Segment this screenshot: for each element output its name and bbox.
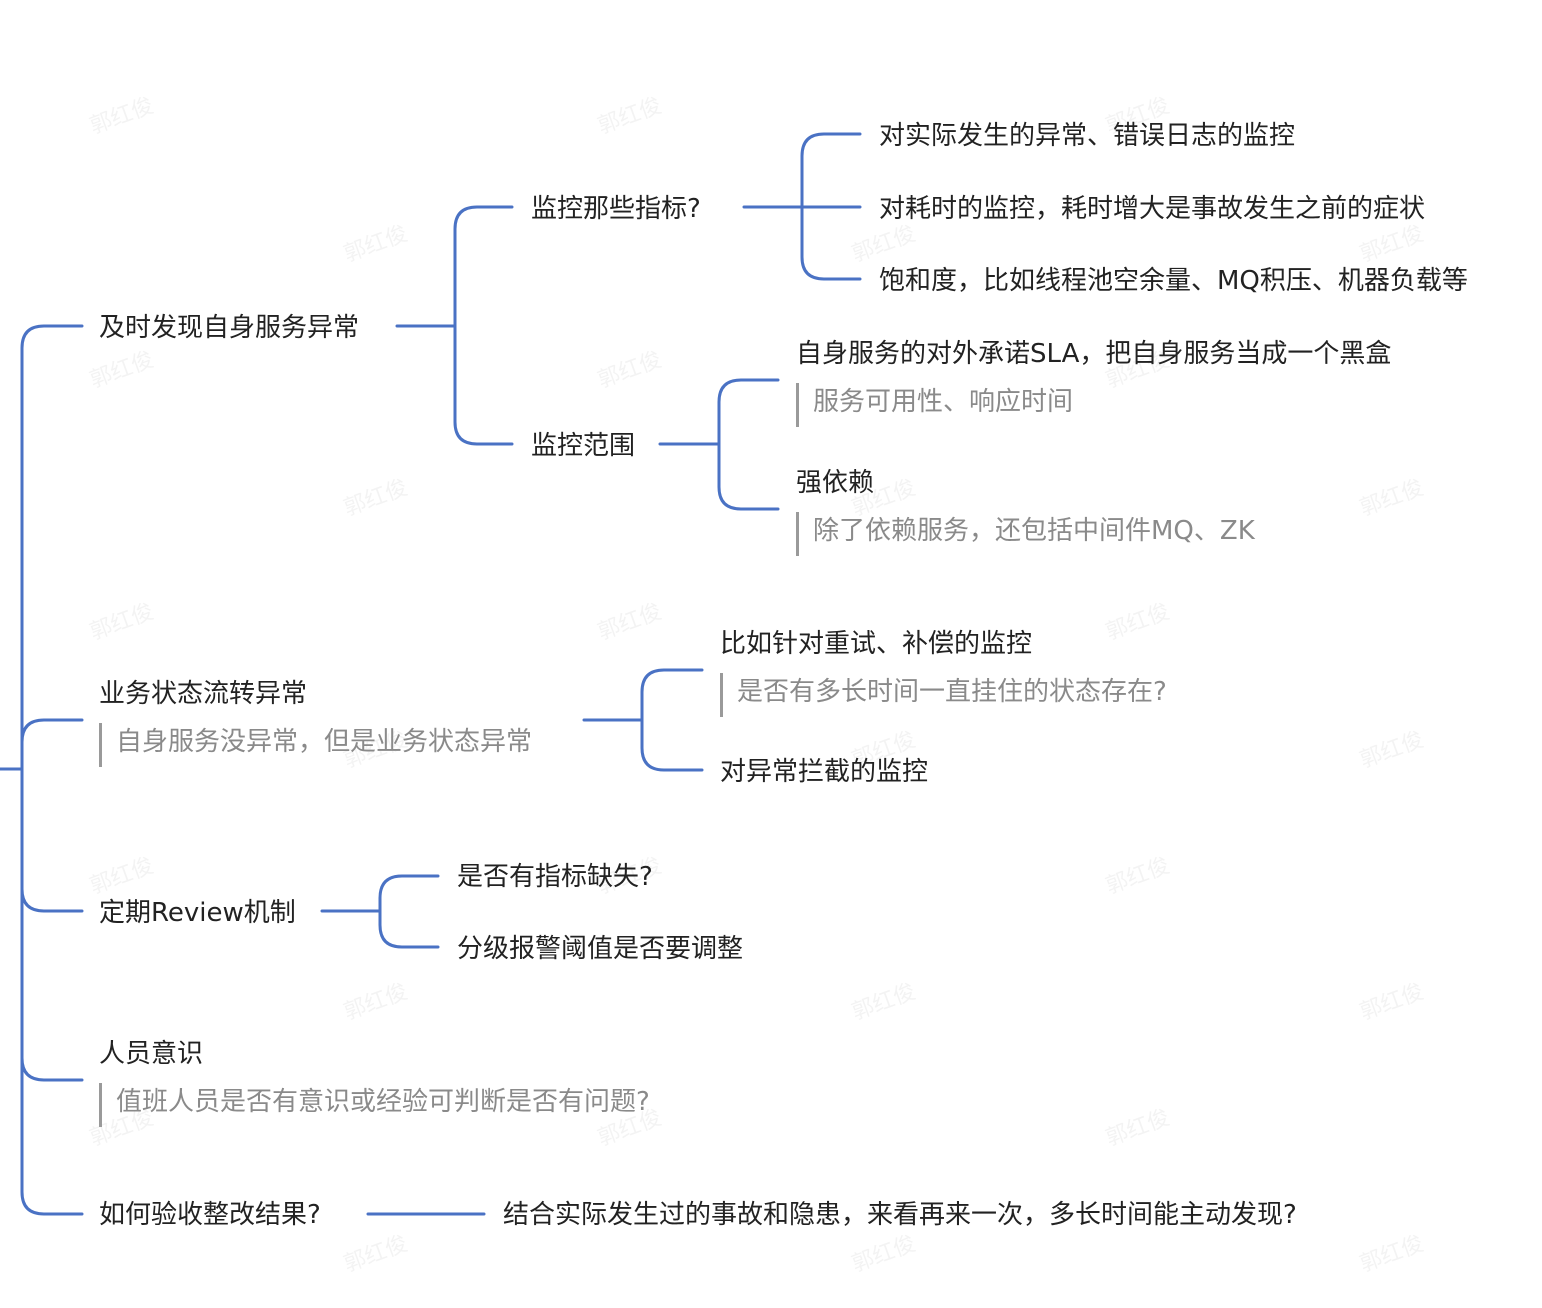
node-retry-monitoring[interactable]: 比如针对重试、补偿的监控 [720,629,1033,659]
note-scope-strong-dependency: 除了依赖服务，还包括中间件MQ、ZK [796,512,1255,556]
node-timely-detection[interactable]: 及时发现自身服务异常 [99,313,360,343]
note-staff-awareness: 值班人员是否有意识或经验可判断是否有问题? [99,1083,650,1127]
metrics-link-branch-0 [800,132,862,209]
node-metrics[interactable]: 监控那些指标? [531,194,701,224]
node-verify-result[interactable]: 如何验收整改结果? [99,1200,321,1230]
business-link-branch-1 [640,718,704,772]
node-business-state[interactable]: 业务状态流转异常 [99,679,308,709]
node-review[interactable]: 定期Review机制 [99,898,296,928]
note-retry-monitoring: 是否有多长时间一直挂住的状态存在? [720,673,1167,717]
node-exception-intercept[interactable]: 对异常拦截的监控 [720,757,929,787]
node-staff-awareness[interactable]: 人员意识 [99,1039,204,1069]
root-link-branch-0 [20,324,84,771]
node-scope[interactable]: 监控范围 [531,431,636,461]
node-scope-strong-dependency[interactable]: 强依赖 [796,468,875,498]
business-link-branch-0 [640,668,704,722]
node-metric-saturation[interactable]: 饱和度，比如线程池空余量、MQ积压、机器负载等 [879,266,1468,296]
node-metric-error-logs[interactable]: 对实际发生的异常、错误日志的监控 [879,121,1296,151]
node-review-missing-metrics[interactable]: 是否有指标缺失? [457,862,653,892]
node-review-alert-threshold[interactable]: 分级报警阈值是否要调整 [457,934,744,964]
review-link-branch-0 [378,874,440,913]
root-link-branch-4 [20,767,84,1216]
node-verify-answer[interactable]: 结合实际发生过的事故和隐患，来看再来一次，多长时间能主动发现? [503,1200,1297,1230]
node-metric-latency[interactable]: 对耗时的监控，耗时增大是事故发生之前的症状 [879,194,1426,224]
scope-link-branch-1 [717,442,780,511]
scope-link-branch-0 [717,378,780,446]
root-link-branch-1 [20,718,84,771]
timely-link-branch-1 [453,324,514,446]
timely-link-branch-0 [453,205,514,328]
root-link-branch-2 [20,767,84,913]
node-scope-sla[interactable]: 自身服务的对外承诺SLA，把自身服务当成一个黑盒 [796,339,1392,369]
review-link-branch-1 [378,909,440,949]
note-scope-sla: 服务可用性、响应时间 [796,383,1073,427]
root-link-branch-3 [20,767,84,1082]
note-business-state: 自身服务没异常，但是业务状态异常 [99,723,532,767]
metrics-link-branch-2 [800,205,862,281]
